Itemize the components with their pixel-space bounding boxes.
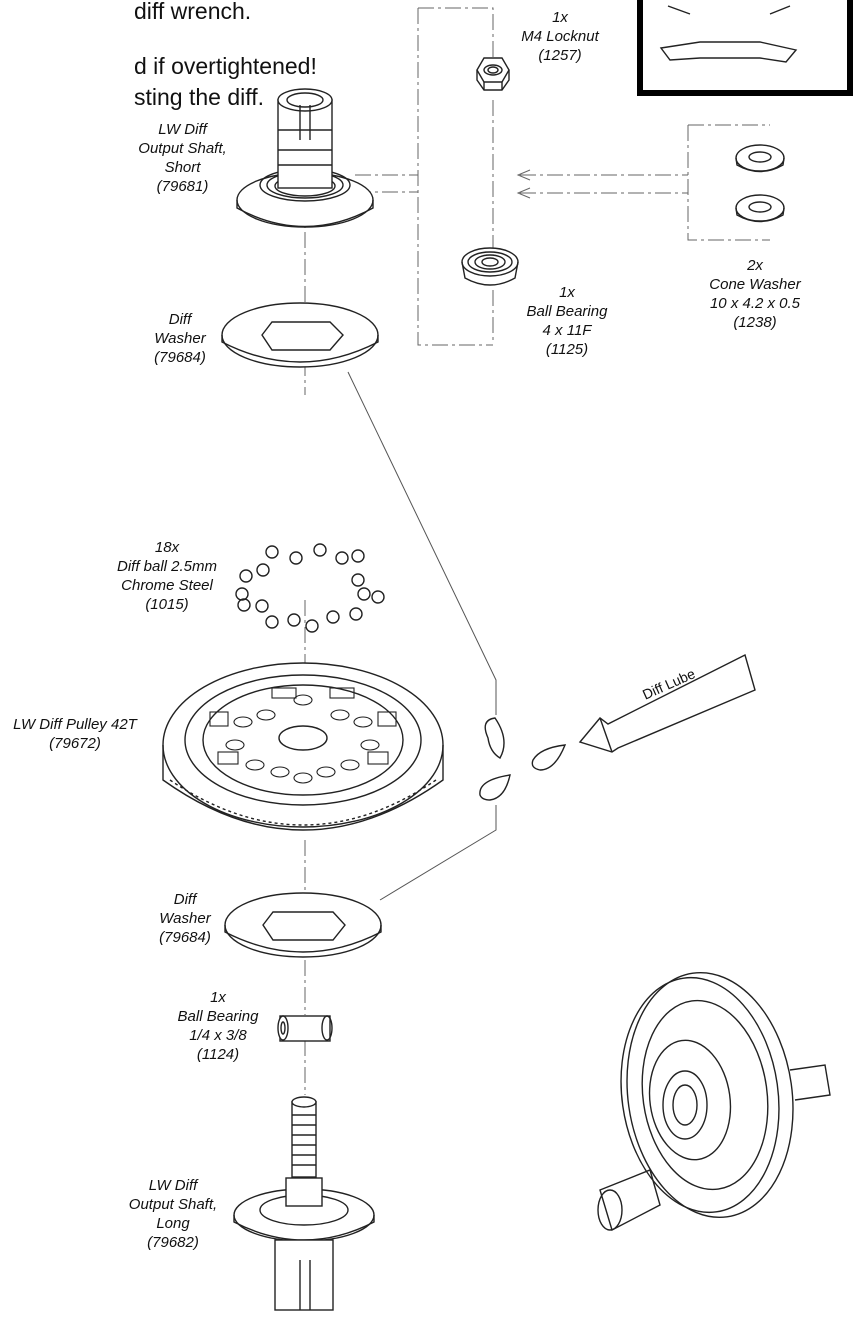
- bottom-washer-drawing: [224, 892, 382, 958]
- lube-leader-lines: [347, 371, 497, 901]
- inset-panel: [637, 0, 853, 96]
- axis-lines: [304, 7, 770, 1095]
- instruction-line-1: diff wrench.: [134, 0, 252, 24]
- cone-washers-drawing: [735, 144, 785, 223]
- locknut-drawing: [476, 57, 510, 91]
- label-bottom-washer: Diff Washer (79684): [159, 891, 211, 946]
- assembled-view-drawing: [597, 971, 831, 1232]
- insertion-arrows: [516, 169, 531, 199]
- label-locknut: 1x M4 Locknut (1257): [521, 9, 599, 64]
- label-long-shaft: LW Diff Output Shaft, Long (79682): [128, 1177, 218, 1251]
- label-cone-washer: 2x Cone Washer 10 x 4.2 x 0.5 (1238): [709, 257, 801, 331]
- instruction-line-3: sting the diff.: [134, 84, 264, 110]
- diff-balls-drawing: [235, 543, 385, 633]
- pulley-drawing: [162, 662, 444, 831]
- long-shaft-drawing: [233, 1096, 375, 1311]
- instruction-line-2: d if overtightened!: [134, 53, 317, 79]
- label-pulley: LW Diff Pulley 42T (79672): [13, 716, 137, 752]
- label-diff-balls: 18x Diff ball 2.5mm Chrome Steel (1015): [116, 539, 218, 613]
- top-washer-drawing: [221, 302, 379, 368]
- small-bearing-drawing: [461, 247, 519, 286]
- lube-tube-drawing: [479, 653, 756, 801]
- short-shaft-drawing: [236, 88, 374, 228]
- label-top-washer: Diff Washer (79684): [154, 311, 206, 366]
- label-large-bearing: 1x Ball Bearing 1/4 x 3/8 (1124): [177, 989, 259, 1063]
- label-small-bearing: 1x Ball Bearing 4 x 11F (1125): [526, 284, 608, 358]
- label-short-shaft: LW Diff Output Shaft, Short (79681): [138, 121, 227, 195]
- large-bearing-drawing: [277, 1015, 333, 1042]
